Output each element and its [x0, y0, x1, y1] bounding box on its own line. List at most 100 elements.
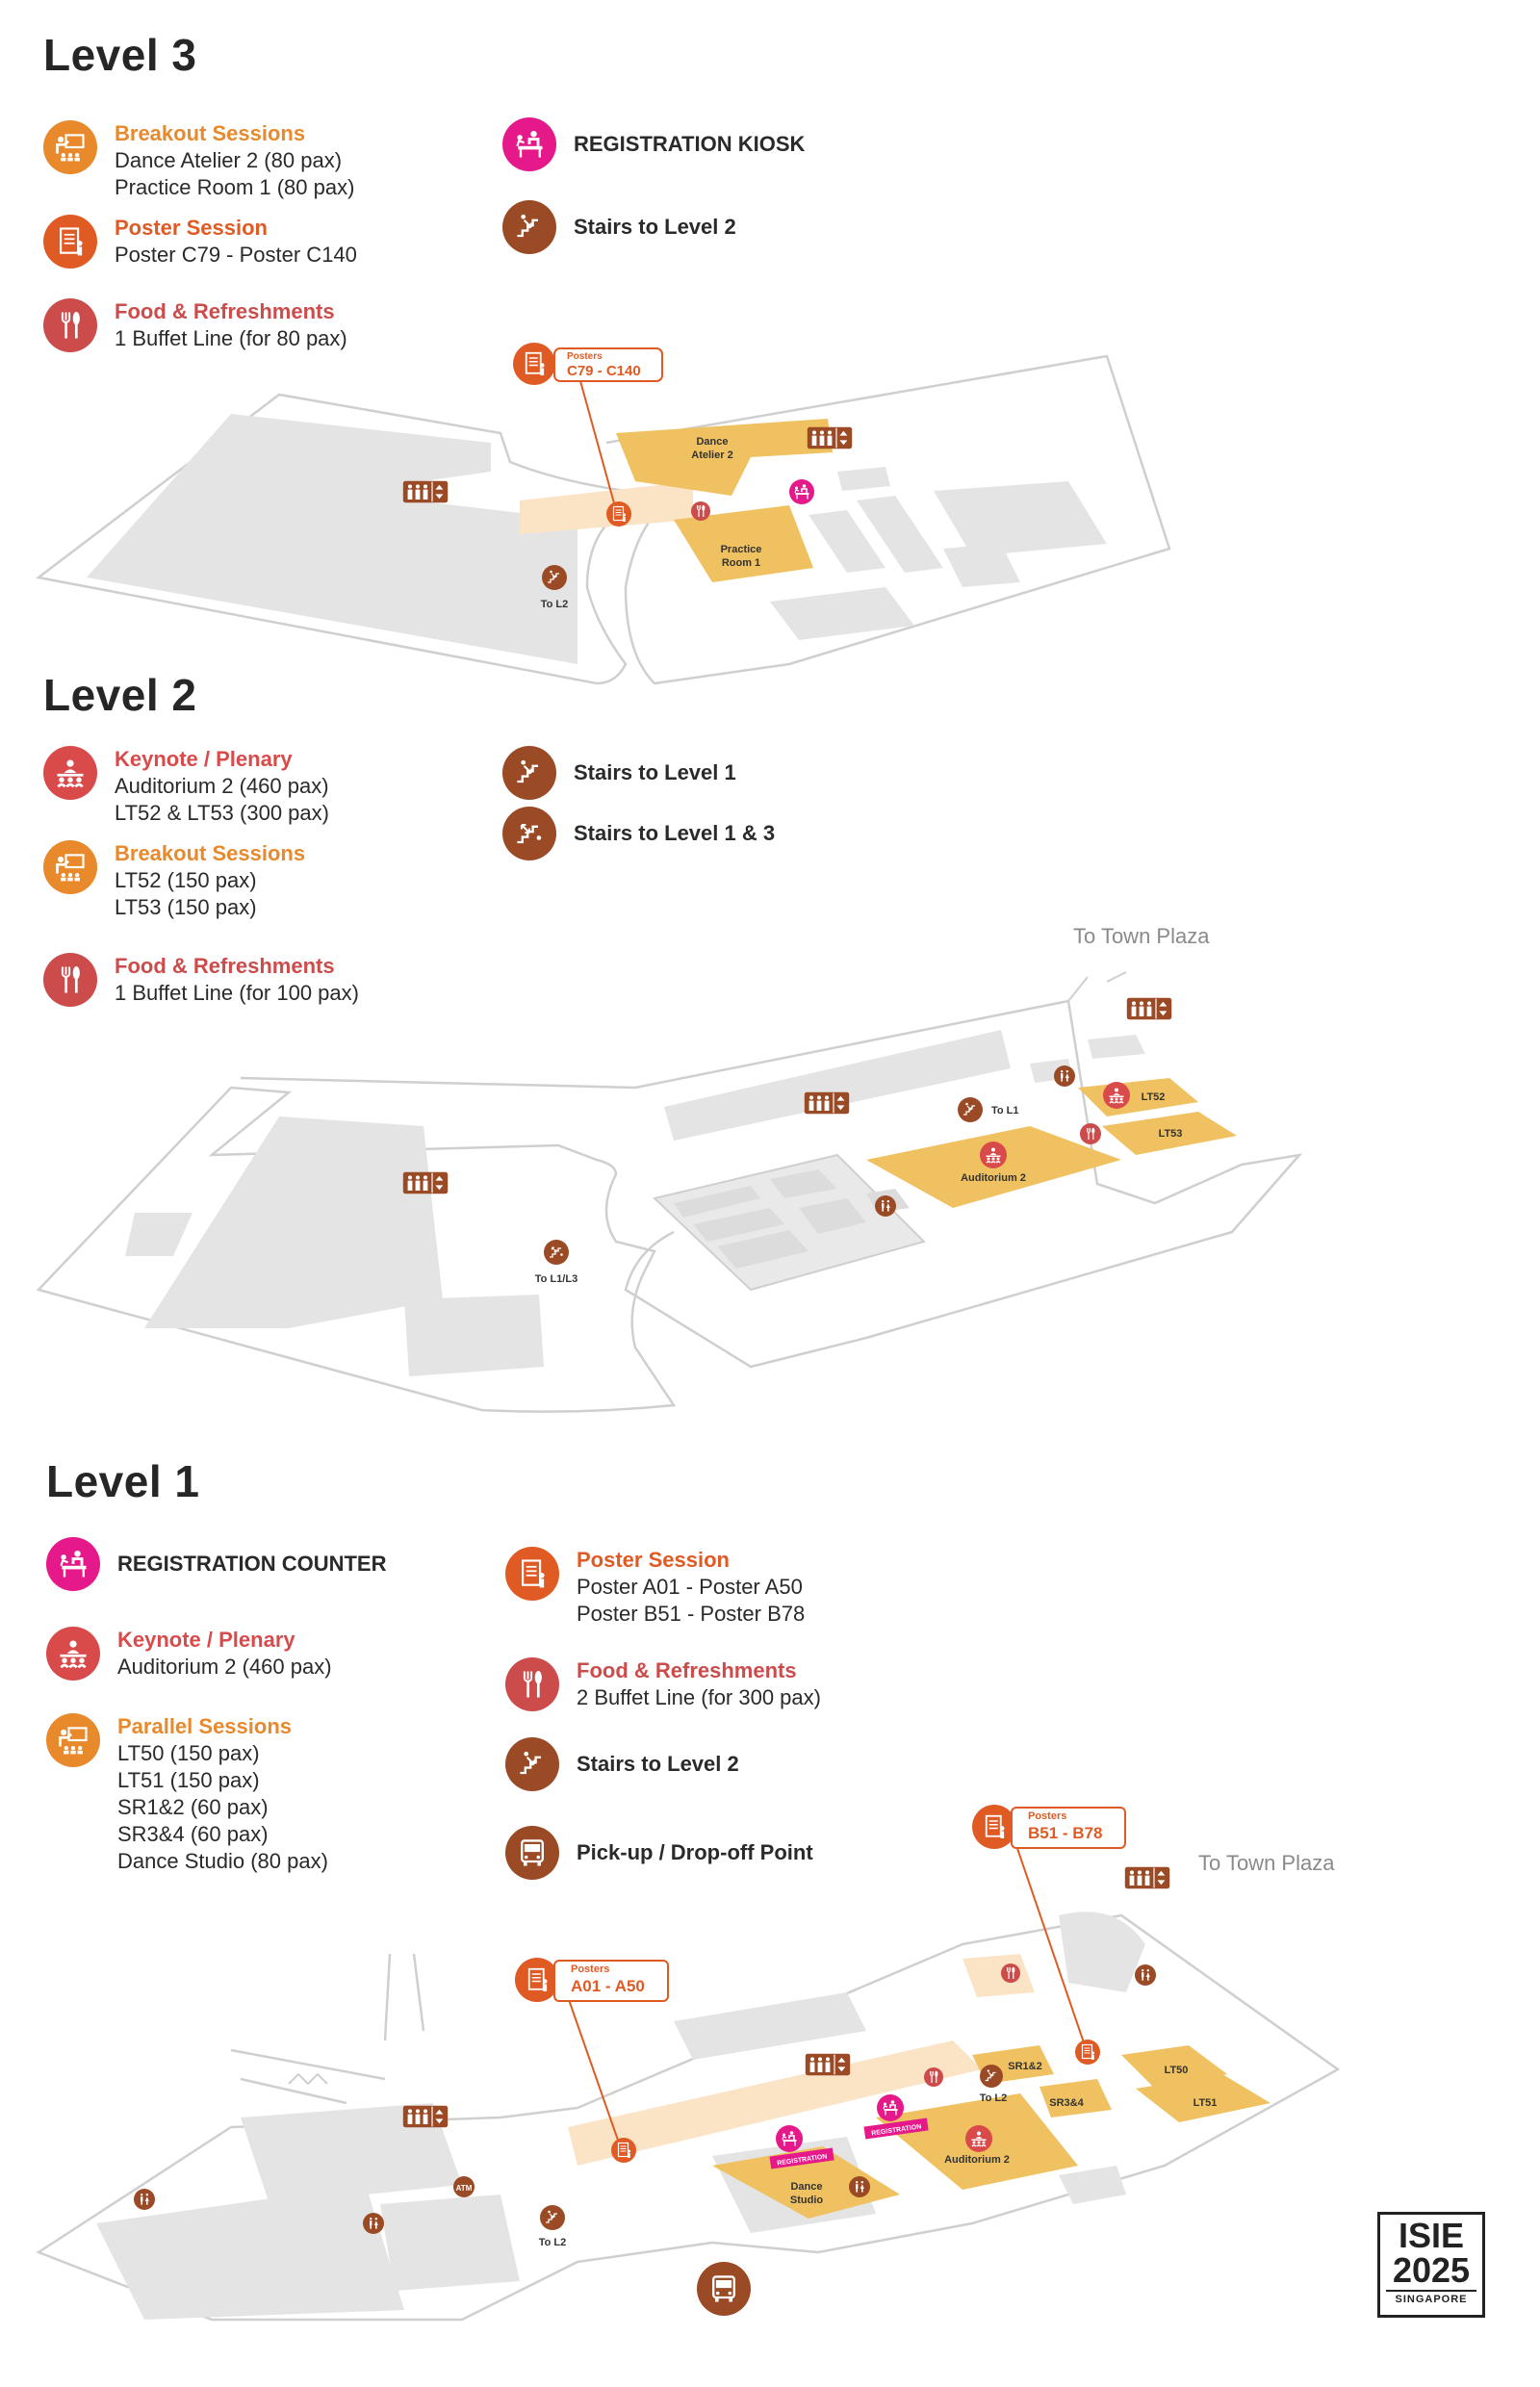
legend-keynote-l2: Keynote / Plenary Auditorium 2 (460 pax)…: [43, 746, 329, 827]
legend-line: LT50 (150 pax): [117, 1741, 260, 1765]
poster-marker-icon: [1075, 2040, 1100, 2065]
stairs-label: To L1/L3: [535, 1273, 578, 1285]
legend-stairs-l3: Stairs to Level 2: [502, 200, 736, 254]
legend-poster-l1: Poster Session Poster A01 - Poster A50 P…: [505, 1547, 805, 1628]
lift-icon: [402, 2105, 449, 2128]
legend-line: Practice Room 1 (80 pax): [115, 175, 355, 199]
registration-icon: [502, 117, 556, 171]
legend-label: Stairs to Level 2: [577, 1752, 739, 1776]
legend-heading: Breakout Sessions: [115, 121, 306, 145]
registration-tag: [769, 2147, 834, 2169]
legend-heading: Keynote / Plenary: [117, 1628, 295, 1652]
legend-bus-l1: Pick-up / Drop-off Point: [505, 1826, 813, 1880]
bus-stop-icon: [697, 2262, 751, 2316]
level2-floor-plan: Auditorium 2 LT52 LT53 To L1 To L1/L3: [0, 924, 1540, 1424]
level3-title: Level 3: [43, 30, 197, 80]
lift-icon: [1126, 997, 1172, 1020]
stairs-label: To L2: [539, 2237, 567, 2248]
registration-icon: [46, 1537, 100, 1591]
legend-stairs-l1: Stairs to Level 2: [505, 1737, 739, 1791]
stairs-label: To L2: [980, 2092, 1008, 2104]
legend-line: 2 Buffet Line (for 300 pax): [577, 1685, 821, 1709]
room-label: LT53: [1159, 1128, 1183, 1140]
legend-stairs-l2: Stairs to Level 1: [502, 746, 736, 800]
legend-line: Poster A01 - Poster A50: [577, 1575, 803, 1599]
room-label: SR3&4: [1049, 2097, 1084, 2109]
poster-callout-range: C79 - C140: [567, 363, 641, 379]
level1-title: Level 1: [46, 1456, 200, 1506]
legend-line: Poster B51 - Poster B78: [577, 1602, 806, 1626]
level2-title: Level 2: [43, 670, 197, 720]
level3-floor-plan: Dance Atelier 2 Practice Room 1 To L2 Po…: [0, 337, 1540, 693]
legend-food-l1: Food & Refreshments 2 Buffet Line (for 3…: [505, 1657, 821, 1711]
legend-line: Poster C79 - Poster C140: [115, 243, 357, 267]
toilet-icon: [363, 2213, 384, 2234]
toilet-icon: [849, 2176, 870, 2197]
poster-callout-a: Posters A01 - A50: [515, 1956, 669, 2004]
poster-callout-label: Posters: [567, 351, 603, 362]
poster-icon: [515, 1958, 559, 2002]
room-label: Auditorium 2: [944, 2154, 1010, 2166]
room-label: Atelier 2: [691, 449, 732, 461]
legend-line: SR3&4 (60 pax): [117, 1822, 269, 1846]
lift-icon: [1124, 1866, 1170, 1889]
toilet-icon: [134, 2189, 155, 2210]
legend-food-l2: Food & Refreshments 1 Buffet Line (for 1…: [43, 953, 359, 1007]
brand-line1: ISIE: [1398, 2216, 1465, 2255]
stairs-updown-icon: [502, 807, 556, 860]
poster-callout-range: A01 - A50: [571, 1977, 645, 1995]
keynote-icon: [46, 1627, 100, 1681]
room-dance-studio: [712, 2146, 900, 2219]
brand-line3: SINGAPORE: [1386, 2290, 1476, 2305]
food-marker-icon: [1001, 1964, 1020, 1983]
legend-line: Auditorium 2 (460 pax): [117, 1655, 332, 1679]
poster-callout-b: Posters B51 - B78: [972, 1803, 1126, 1851]
legend-line: 1 Buffet Line (for 80 pax): [115, 326, 347, 350]
poster-marker-icon: [606, 501, 631, 526]
toilet-icon: [875, 1195, 896, 1217]
stairs-icon: [502, 746, 556, 800]
legend-registration-l1: REGISTRATION COUNTER: [46, 1537, 386, 1591]
stairs-label: To L2: [541, 599, 569, 610]
legend-line: Dance Atelier 2 (80 pax): [115, 148, 343, 172]
room-practice-room-1: [674, 505, 813, 582]
room-label: SR1&2: [1008, 2061, 1041, 2072]
legend-label: REGISTRATION COUNTER: [117, 1552, 387, 1576]
room-lt51: [1136, 2074, 1270, 2122]
breakout-icon: [43, 840, 97, 894]
poster-icon: [972, 1805, 1016, 1849]
room-sr34: [1040, 2079, 1112, 2118]
breakout-icon: [43, 120, 97, 174]
legend-keynote-l1: Keynote / Plenary Auditorium 2 (460 pax): [46, 1627, 332, 1681]
legend-line: LT52 (150 pax): [115, 868, 257, 892]
food-marker-icon: [1080, 1123, 1101, 1144]
legend-heading: Food & Refreshments: [115, 954, 335, 978]
legend-stairs-updown-l2: Stairs to Level 1 & 3: [502, 807, 775, 860]
legend-label: REGISTRATION KIOSK: [574, 132, 806, 156]
poster-callout-label: Posters: [1028, 1810, 1067, 1822]
room-lt52: [1078, 1078, 1198, 1116]
legend-label: Stairs to Level 1 & 3: [574, 821, 776, 845]
legend-heading: Keynote / Plenary: [115, 747, 293, 771]
legend-line: LT53 (150 pax): [115, 895, 257, 919]
legend-parallel-l1: Parallel Sessions LT50 (150 pax) LT51 (1…: [46, 1713, 328, 1875]
keynote-icon: [43, 746, 97, 800]
poster-callout-icon: [513, 343, 555, 385]
legend-line: LT51 (150 pax): [117, 1768, 260, 1792]
room-label: Studio: [790, 2194, 823, 2206]
level1-floor-plan: Auditorium 2 Dance Studio SR1&2 SR3&4 LT…: [0, 1800, 1540, 2339]
legend-registration-l3: REGISTRATION KIOSK: [502, 117, 805, 171]
to-town-plaza-label-l1: To Town Plaza: [1198, 1851, 1335, 1875]
stairs-label: To L1: [991, 1105, 1019, 1116]
stairs-icon: [502, 200, 556, 254]
legend-breakout-l3: Breakout Sessions Dance Atelier 2 (80 pa…: [43, 120, 354, 201]
breakout-icon: [46, 1713, 100, 1767]
legend-label: Stairs to Level 2: [574, 215, 736, 239]
poster-callout-label: Posters: [571, 1964, 610, 1975]
room-label: LT50: [1165, 2065, 1189, 2076]
legend-line: 1 Buffet Line (for 100 pax): [115, 981, 359, 1005]
legend-heading: Poster Session: [577, 1548, 730, 1572]
legend-heading: Food & Refreshments: [577, 1658, 797, 1682]
legend-heading: Food & Refreshments: [115, 299, 335, 323]
legend-label: Pick-up / Drop-off Point: [577, 1840, 813, 1864]
